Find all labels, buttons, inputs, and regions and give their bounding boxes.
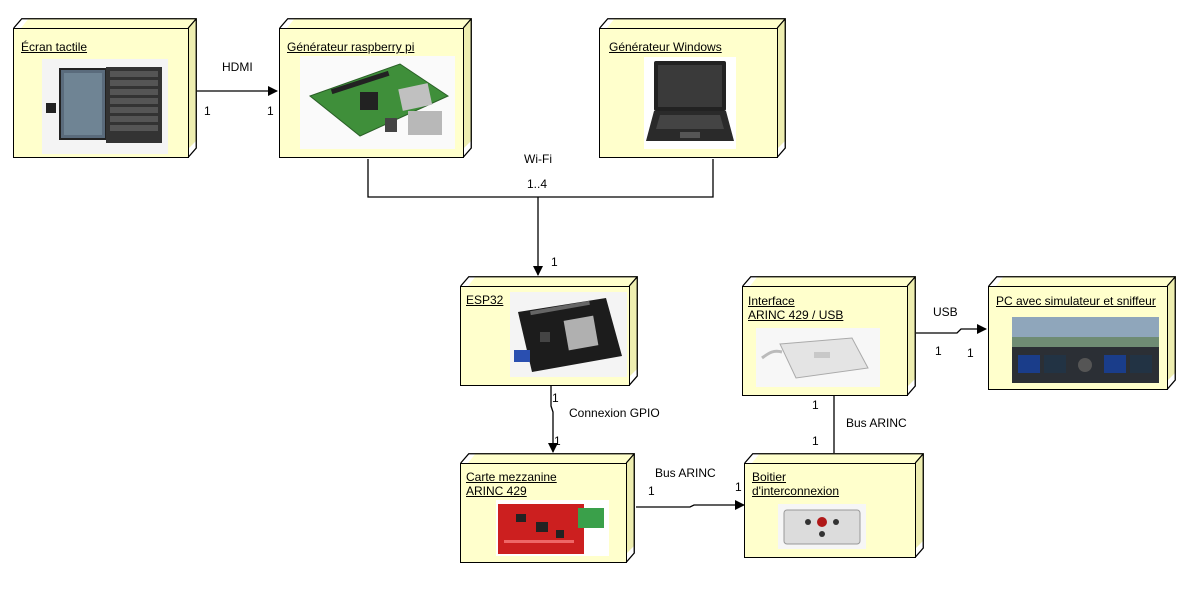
red-pcb-image	[496, 500, 609, 556]
wifi-rpi-connector	[367, 159, 538, 198]
node-boitier-interconnexion[interactable]: Boitier d'interconnexion	[744, 453, 924, 558]
node-title: Écran tactile	[21, 40, 88, 54]
node-title: Boitier d'interconnexion	[752, 470, 839, 498]
node-title-line2: ARINC 429 / USB	[748, 308, 844, 322]
bus-arinc-1-multiplicity-target: 1	[735, 480, 742, 494]
node-title: ESP32	[466, 293, 504, 307]
gpio-multiplicity-target: 1	[554, 434, 561, 448]
hdmi-multiplicity-source: 1	[204, 104, 211, 118]
bus-arinc-2-multiplicity-target: 1	[812, 398, 819, 412]
usb-connector	[916, 324, 987, 334]
node-title-line1: Boitier	[752, 470, 787, 484]
node-generateur-windows[interactable]: Générateur Windows	[599, 18, 786, 158]
bus-arinc-1-connector	[636, 500, 745, 510]
esp32-board-image	[510, 292, 627, 377]
usb-interface-image	[756, 328, 880, 387]
gpio-connector	[548, 386, 558, 453]
node-ecran-tactile[interactable]: Écran tactile	[13, 18, 197, 158]
hdmi-multiplicity-target: 1	[267, 104, 274, 118]
node-pc-simulateur[interactable]: PC avec simulateur et sniffeur	[988, 276, 1176, 390]
laptop-image	[644, 57, 736, 149]
wifi-windows-connector	[538, 159, 714, 198]
tablet-keyboard-image	[42, 59, 168, 154]
bus-arinc-2-multiplicity-source: 1	[812, 434, 819, 448]
node-title-line1: Carte mezzanine	[466, 470, 557, 484]
gpio-multiplicity-source: 1	[552, 391, 559, 405]
node-title-line2: ARINC 429	[466, 484, 527, 498]
node-title: Carte mezzanine ARINC 429	[466, 470, 557, 498]
raspberry-pi-board-image	[300, 56, 455, 149]
gpio-label: Connexion GPIO	[569, 406, 660, 420]
bus-arinc-2-label: Bus ARINC	[846, 416, 907, 430]
hdmi-label: HDMI	[222, 60, 253, 74]
interconnection-box-image	[778, 504, 866, 549]
node-title: PC avec simulateur et sniffeur	[996, 294, 1156, 308]
wifi-multiplicity-target: 1	[551, 255, 558, 269]
node-title: Interface ARINC 429 / USB	[748, 294, 843, 322]
node-interface-arinc-usb[interactable]: Interface ARINC 429 / USB	[742, 276, 916, 396]
usb-multiplicity-source: 1	[935, 344, 942, 358]
usb-multiplicity-target: 1	[967, 346, 974, 360]
node-title-line2: d'interconnexion	[752, 484, 840, 498]
flight-simulator-cockpit-image	[1012, 317, 1159, 383]
wifi-label: Wi-Fi	[524, 152, 552, 166]
node-generateur-raspberry-pi[interactable]: Générateur raspberry pi	[279, 18, 472, 158]
wifi-multiplicity: 1..4	[527, 177, 548, 191]
bus-arinc-1-label: Bus ARINC	[655, 466, 716, 480]
usb-label: USB	[933, 305, 958, 319]
node-esp32[interactable]: ESP32	[460, 276, 638, 386]
node-title: Générateur raspberry pi	[287, 40, 415, 54]
bus-arinc-1-multiplicity-source: 1	[648, 484, 655, 498]
node-carte-mezzanine[interactable]: Carte mezzanine ARINC 429	[460, 453, 635, 563]
node-title-line1: Interface	[748, 294, 795, 308]
node-title: Générateur Windows	[609, 40, 722, 54]
